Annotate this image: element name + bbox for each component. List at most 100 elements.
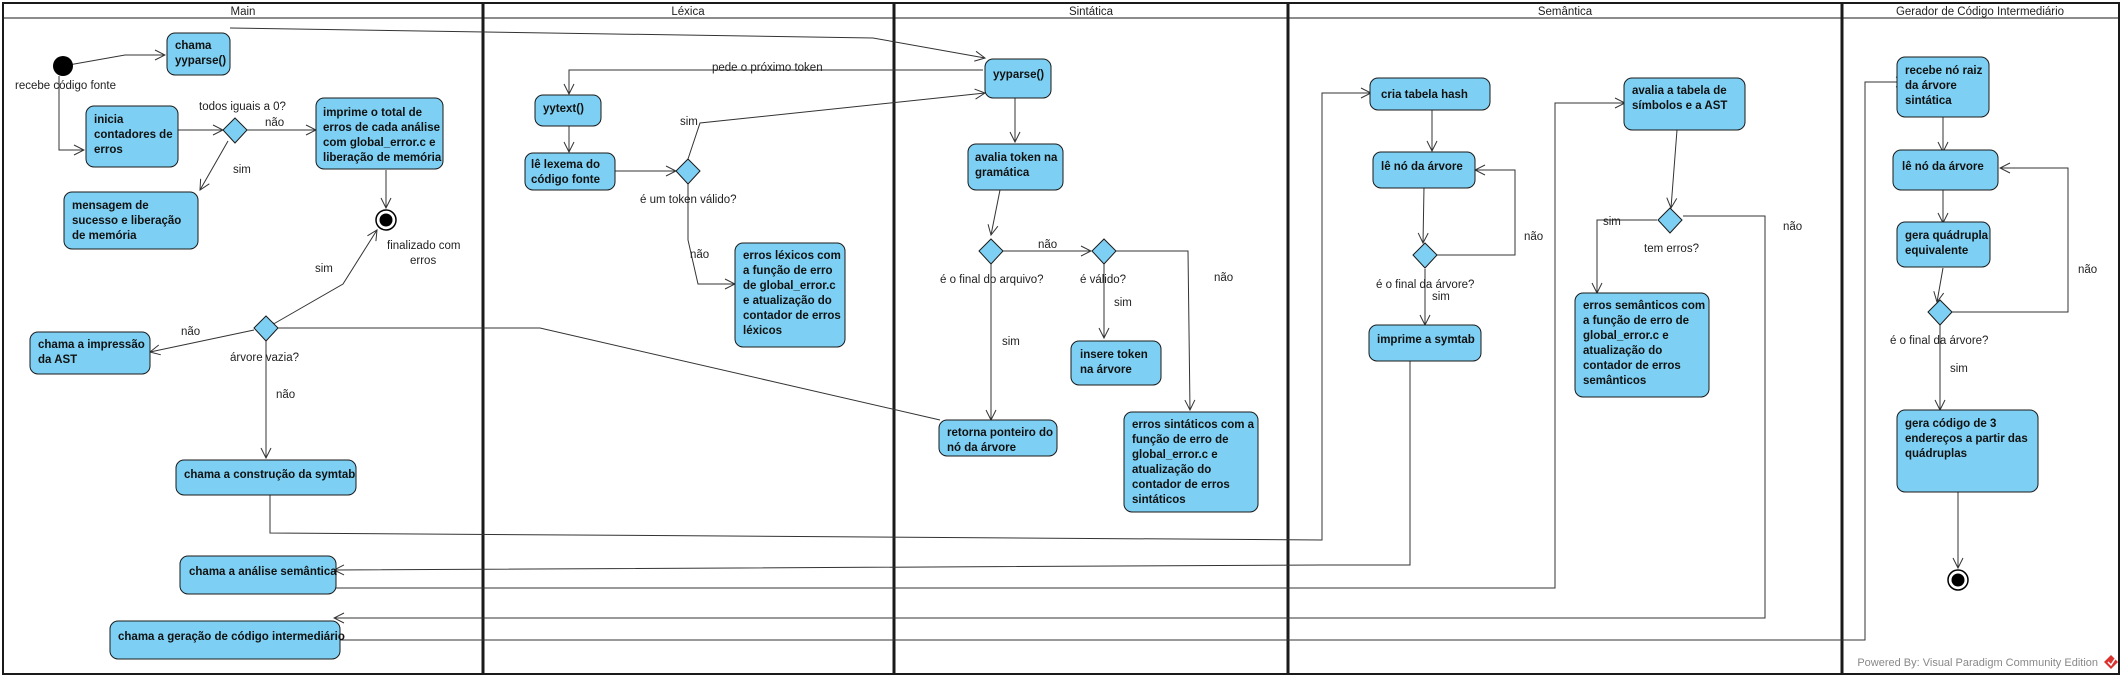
- edges: [58, 27, 2069, 641]
- edge-label: é o final do arquivo?: [940, 274, 1044, 286]
- action-label: chama a construção da symtab: [184, 469, 355, 481]
- edge-label: não: [1783, 221, 1802, 233]
- edge-label: sim: [315, 263, 333, 275]
- action-label: chama a análise semântica: [189, 566, 337, 578]
- action-yyparse: [984, 58, 1052, 99]
- edge-token-sim-to-yyparse: [687, 93, 985, 160]
- lane-title-sintatica: Sintática: [1069, 6, 1114, 18]
- edge-nao-loop-ger: [1951, 168, 2069, 313]
- action-label: yytext(): [543, 103, 584, 115]
- action-le-no-arvore-sem: [1372, 151, 1476, 189]
- edge-label: sim: [1603, 216, 1621, 228]
- action-retorna-ponteiro: [938, 419, 1058, 457]
- edge-label: é o final da árvore?: [1376, 279, 1474, 291]
- edge-arvore-decision-to-final: [269, 230, 377, 327]
- edge-avalia-to-tem-erros: [1671, 129, 1678, 208]
- decision-tem-erros: [1657, 207, 1683, 234]
- action-erros-semanticos: [1574, 292, 1710, 398]
- action-chama-impressao-ast: [29, 331, 151, 375]
- decisions: [222, 117, 1953, 342]
- decision-final-arvore-sem: [1412, 242, 1438, 269]
- action-chama-analise-semantica: [179, 555, 337, 595]
- action-imprime-total: [315, 97, 444, 170]
- edge-construcao-to-cria-hash: [269, 93, 1371, 541]
- final-node-core: [379, 213, 393, 227]
- decision-final-arquivo: [978, 238, 1004, 265]
- edge-label: não: [265, 117, 284, 129]
- lane-title-semantica: Semântica: [1538, 6, 1593, 18]
- edge-sim-to-erros-sem: [1597, 219, 1657, 293]
- edge-label: não: [2078, 264, 2097, 276]
- edge-symtab-to-analise: [334, 358, 1411, 570]
- decision-final-arvore-ger: [1927, 299, 1953, 326]
- edge-le-no-to-decision: [1423, 186, 1424, 243]
- edge-nao-loop-sem: [1437, 170, 1516, 256]
- edge-gera-to-decision: [1937, 267, 1943, 302]
- edge-decision-to-mensagem: [200, 140, 229, 190]
- edge-label: árvore vazia?: [230, 352, 299, 364]
- edge-label: recebe código fonte: [15, 80, 116, 92]
- edge-label: não: [690, 249, 709, 261]
- edge-avalia-to-decision: [991, 189, 1001, 235]
- control-nodes: [53, 56, 1969, 591]
- edge-start-to-inicia: [58, 76, 84, 150]
- edge-label: é válido?: [1080, 274, 1126, 286]
- action-erros-lexicos: [734, 242, 846, 348]
- edge-start-to-chama-yyparse: [62, 55, 165, 67]
- edge-label: sim: [1432, 291, 1450, 303]
- action-label: lê nó da árvore: [1902, 161, 1984, 173]
- powered-by-text: Powered By: Visual Paradigm Community Ed…: [1857, 657, 2098, 669]
- lane-title-main: Main: [231, 6, 256, 18]
- footer: Powered By: Visual Paradigm Community Ed…: [1857, 655, 2118, 669]
- edge-nao-erros-to-geracao: [334, 215, 1766, 618]
- action-inicia-contadores: [85, 105, 179, 168]
- edge-label: sim: [1114, 297, 1132, 309]
- decision-token-valido: [675, 158, 701, 185]
- decision-e-valido: [1091, 238, 1117, 265]
- edge-retorna-to-arvore-decision: [264, 328, 941, 421]
- edge-label: não: [181, 326, 200, 338]
- edge-label: sim: [1002, 336, 1020, 348]
- edge-chama-yyparse-to-yyparse: [229, 27, 985, 58]
- edge-geracao-to-recebe: [338, 82, 1906, 641]
- action-gera-quadrupla: [1896, 221, 1991, 268]
- action-label: lê nó da árvore: [1381, 161, 1463, 173]
- edge-token-nao-to-erros: [687, 183, 735, 284]
- lane-title-gerador: Gerador de Código Intermediário: [1896, 6, 2064, 18]
- action-cria-tabela-hash: [1369, 77, 1491, 111]
- decision-arvore-vazia: [253, 315, 279, 342]
- edge-arvore-decision-to-impressao: [150, 329, 255, 352]
- action-chama-yyparse: [166, 32, 231, 76]
- edge-label: não: [276, 389, 295, 401]
- edge-label: sim: [233, 164, 251, 176]
- edge-label: sim: [680, 116, 698, 128]
- action-imprime-symtab: [1368, 324, 1482, 362]
- edge-label: todos iguais a 0?: [199, 101, 286, 113]
- action-le-no-arvore-ger: [1892, 149, 1999, 191]
- edge-labels: recebe código fonte todos iguais a 0? nã…: [15, 62, 2097, 401]
- action-yytext: [534, 94, 602, 127]
- action-label: chama a geração de código intermediário: [118, 631, 345, 643]
- action-label: yyparse(): [993, 69, 1044, 81]
- action-mensagem-sucesso: [63, 191, 199, 250]
- edge-label: pede o próximo token: [712, 62, 823, 74]
- final-node-core: [1951, 573, 1965, 587]
- action-erros-sintaticos: [1123, 411, 1259, 513]
